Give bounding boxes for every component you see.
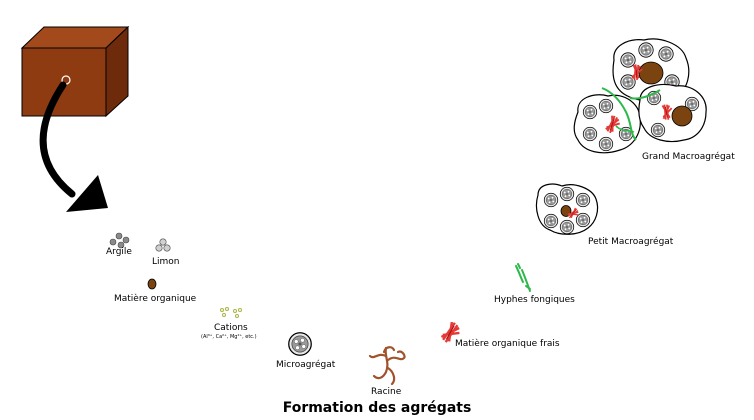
label-grand-macroagregat: Grand Macroagrégat (642, 152, 735, 162)
label-hyphes-fongiques: Hyphes fongiques (494, 295, 575, 305)
label-microagregat: Microagrégat (276, 360, 336, 370)
fungal-hyphae (515, 263, 531, 292)
small-macroaggregate (535, 183, 599, 235)
label-argile: Argile (106, 247, 132, 257)
label-cations-detail: (Al³⁺, Ca²⁺, Mg²⁺, etc.) (201, 334, 257, 340)
label-matiere-organique: Matière organique (114, 294, 197, 304)
label-cations: Cations (214, 323, 248, 333)
soil-block (20, 25, 130, 118)
root (368, 346, 406, 386)
curved-arrow (39, 81, 108, 212)
silt-particles (155, 238, 171, 252)
large-macroaggregate (573, 38, 707, 154)
label-limon: Limon (152, 257, 180, 267)
organic-matter-particle (147, 278, 157, 290)
label-matiere-organique-frais: Matière organique frais (455, 339, 560, 349)
label-petit-macroagregat: Petit Macroagrégat (588, 237, 674, 247)
diagram-title: Formation des agrégats (282, 400, 472, 416)
clay-particles (109, 232, 130, 249)
cation-particles (219, 306, 242, 318)
label-racine: Racine (371, 387, 402, 397)
microaggregate (288, 332, 312, 356)
